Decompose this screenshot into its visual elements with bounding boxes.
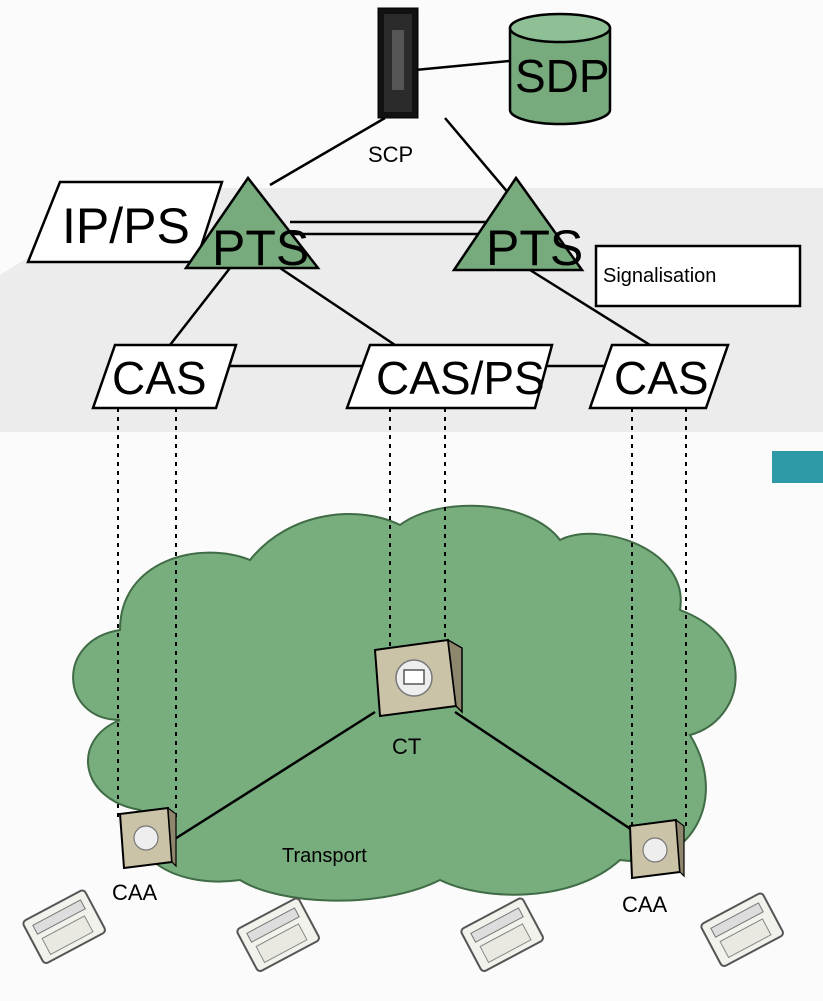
caa-right-icon (628, 818, 685, 880)
cas-left-label: CAS (112, 352, 207, 404)
cas-left-box (91, 343, 238, 410)
casps-label: CAS/PS (376, 352, 545, 404)
scp-label: SCP (368, 142, 413, 167)
caa-left-label: CAA (112, 880, 158, 905)
casps-box (345, 343, 554, 410)
telephone-icon-2 (236, 897, 320, 972)
transport-label: Transport (282, 845, 367, 867)
pts-left-label: PTS (212, 220, 309, 276)
signalisation-box (594, 244, 802, 308)
ipps-label: IP/PS (62, 198, 190, 254)
side-tab (772, 451, 823, 483)
ct-switch-icon (373, 638, 463, 718)
solid-links (169, 58, 651, 844)
dotted-links (117, 408, 687, 830)
telephone-icon-3 (460, 897, 544, 972)
signalisation-label: Signalisation (603, 265, 716, 287)
cas-right-label: CAS (614, 352, 709, 404)
telephone-icon-1 (22, 889, 106, 964)
caa-right-label: CAA (622, 892, 668, 917)
scp-server-icon (377, 7, 419, 119)
cas-right-box (588, 343, 730, 410)
ct-label: CT (392, 734, 421, 759)
pts-left-triangle (183, 175, 321, 270)
telephone-icon-4 (700, 892, 784, 967)
sdp-database-icon (508, 12, 612, 126)
pts-right-label: PTS (486, 220, 583, 276)
caa-left-icon (118, 806, 177, 870)
pts-right-triangle (451, 175, 585, 272)
sdp-label: SDP (515, 50, 610, 102)
